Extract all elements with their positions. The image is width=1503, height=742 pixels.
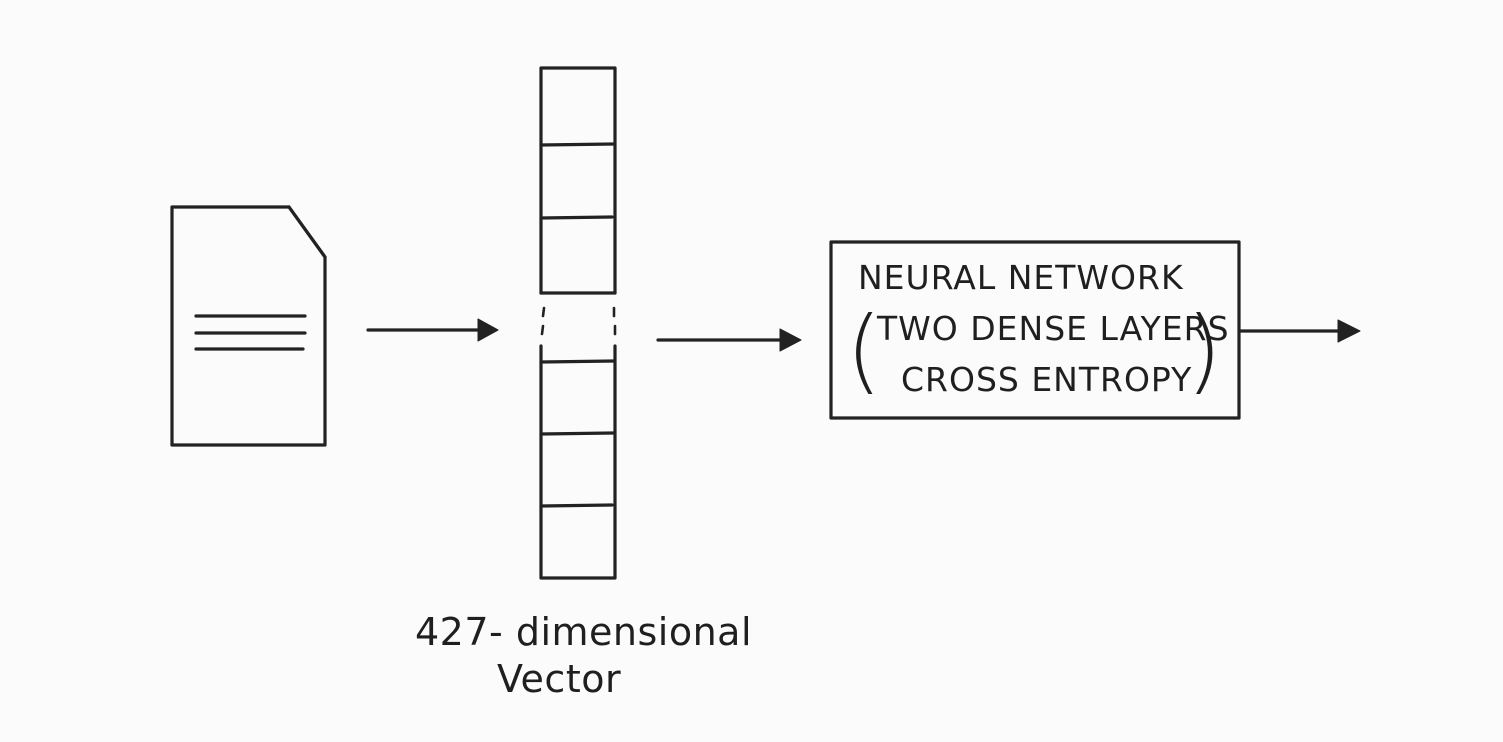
- vector-cell-divider: [539, 215, 614, 220]
- vector-caption-line1: 427- dimensional: [415, 610, 752, 654]
- document-icon: [170, 205, 327, 447]
- vector-bottom-outline: [539, 344, 617, 580]
- arrow-vector-to-network: [656, 328, 802, 352]
- vector-cell-divider: [539, 503, 614, 508]
- close-paren: ): [1186, 297, 1222, 404]
- neural-network-box: NEURAL NETWORK ( TWO DENSE LAYERS CROSS …: [829, 240, 1241, 420]
- neural-network-detail-line2: CROSS ENTROPY: [901, 360, 1192, 399]
- neural-network-title: NEURAL NETWORK: [858, 258, 1184, 297]
- vector-cell-divider: [539, 142, 616, 147]
- vector-gap-cell: [540, 306, 617, 336]
- neural-network-frame: [829, 240, 1241, 420]
- neural-network-detail-line1: TWO DENSE LAYERS: [876, 309, 1230, 348]
- vector-top-outline: [539, 66, 617, 295]
- open-paren: (: [846, 297, 882, 404]
- arrow-network-to-output: [1239, 319, 1361, 343]
- vector-cell-divider: [539, 359, 616, 364]
- vector-caption-line2: Vector: [497, 657, 621, 701]
- document-folded-corner: [287, 205, 327, 259]
- vector-cell-divider: [539, 431, 615, 436]
- vector-column: [539, 66, 617, 580]
- arrow-document-to-vector: [366, 318, 499, 342]
